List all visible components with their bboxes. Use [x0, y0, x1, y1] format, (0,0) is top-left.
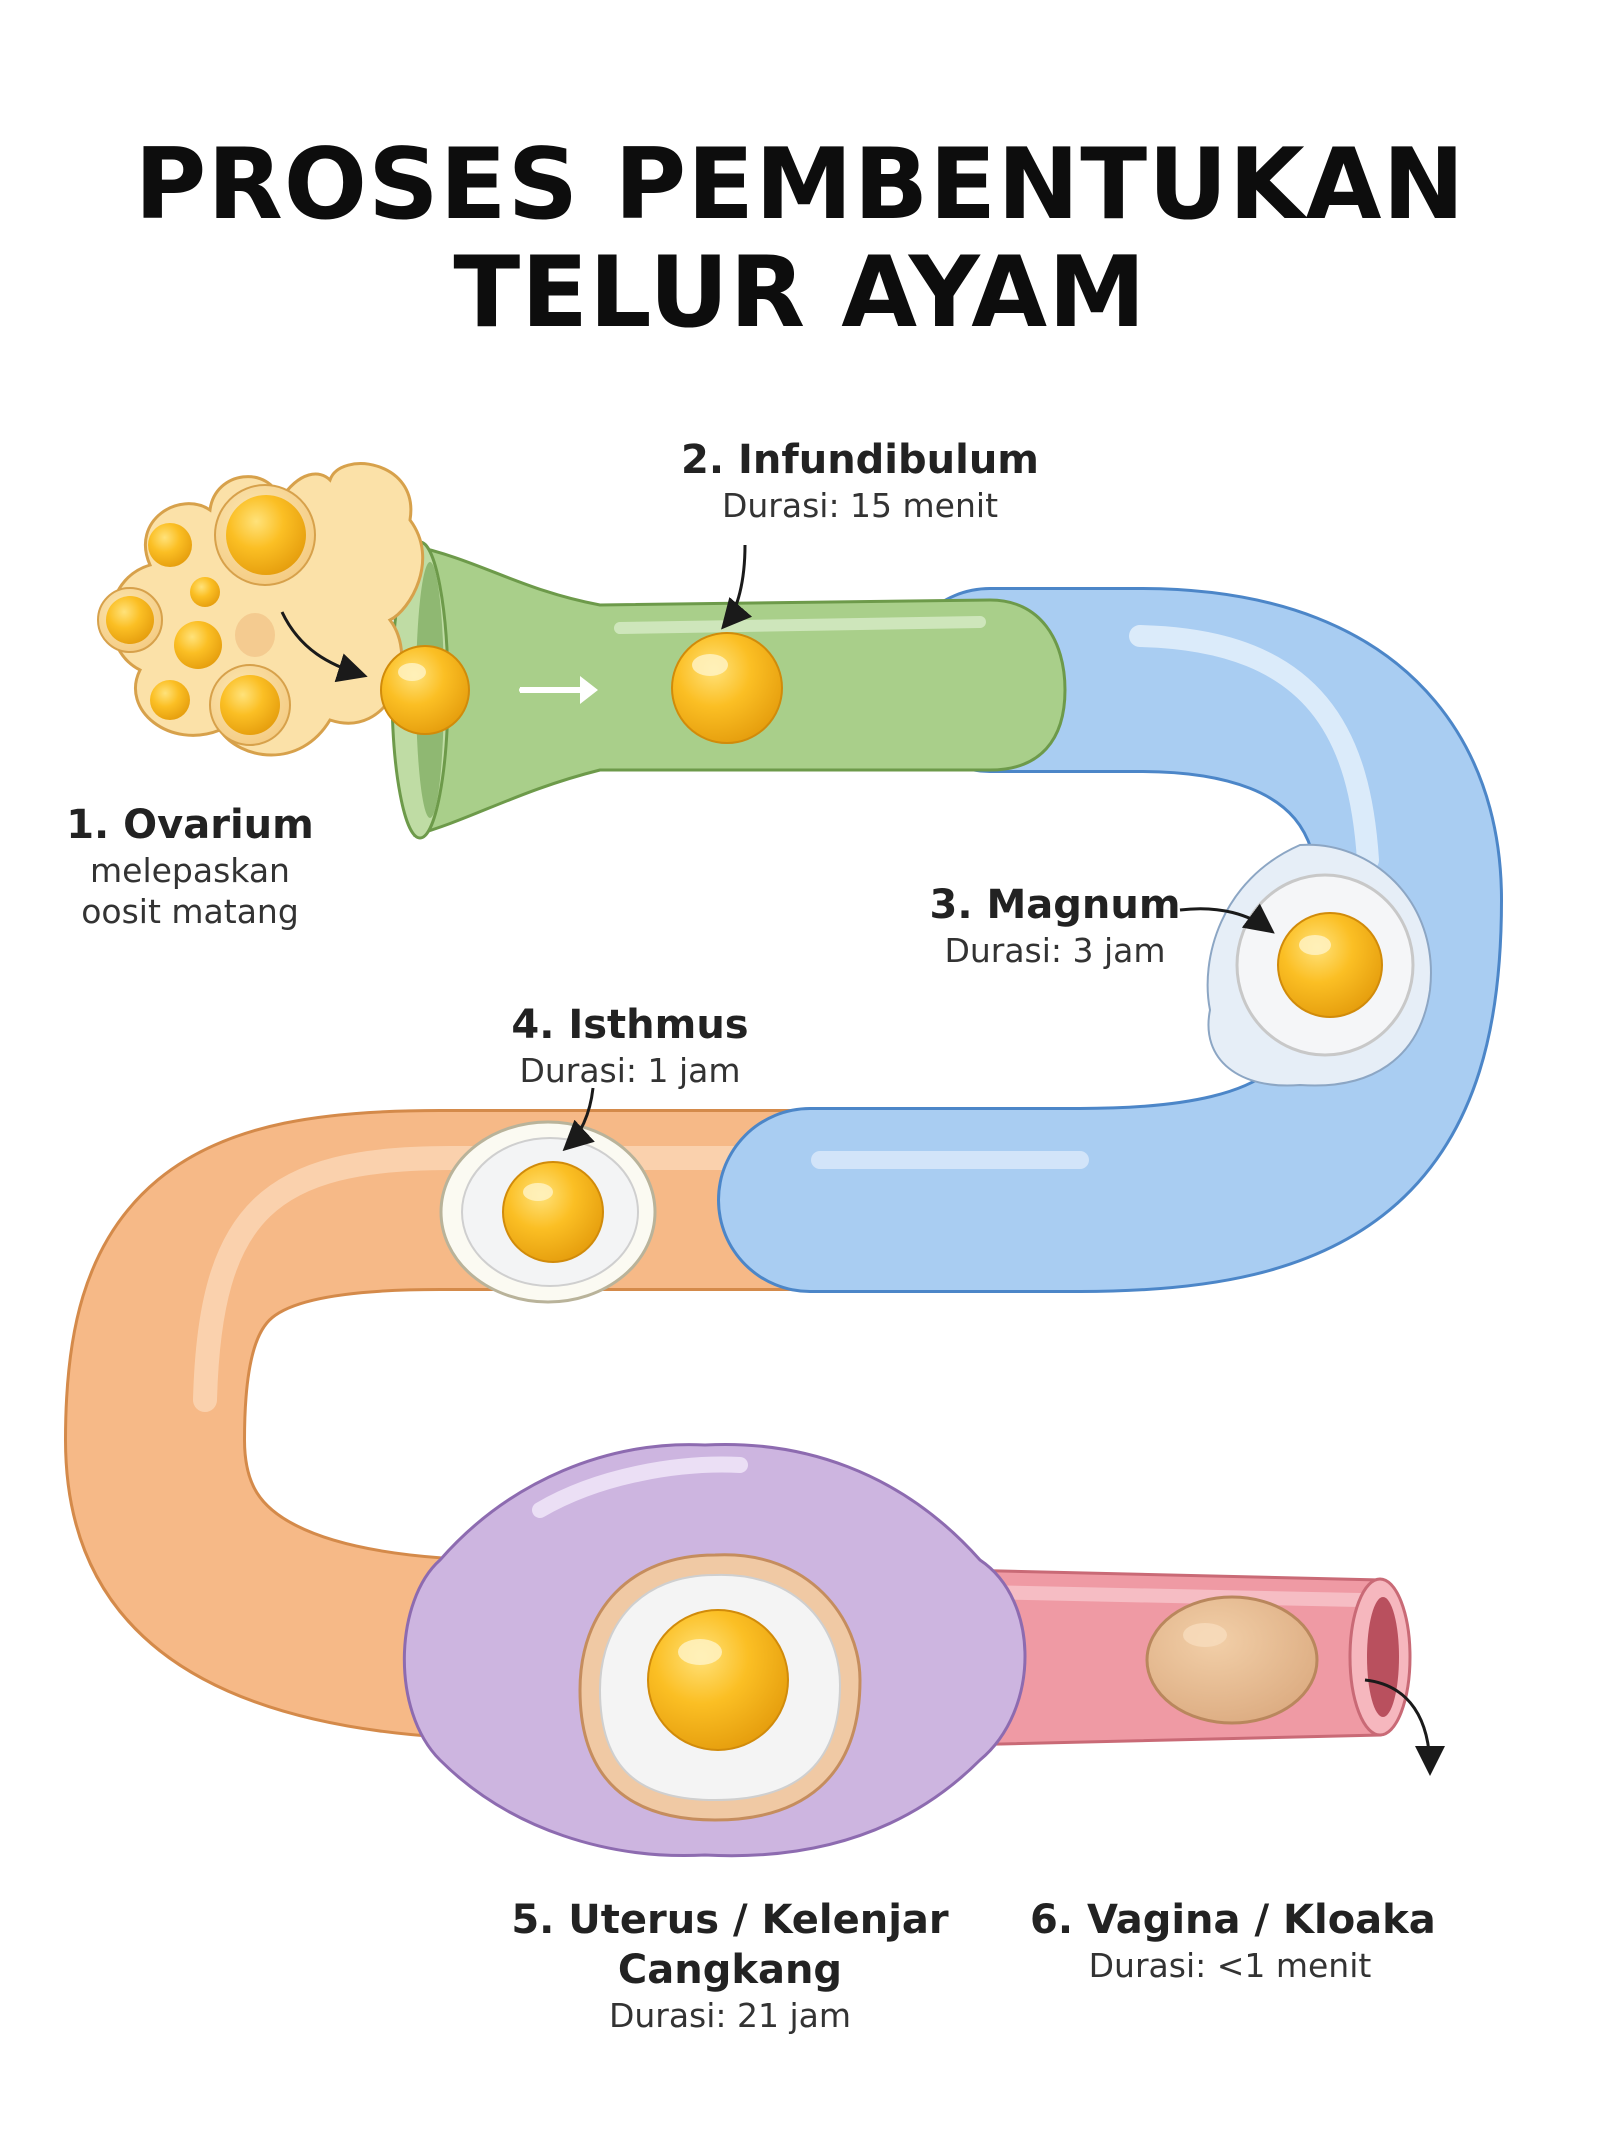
- ovary-cluster: [97, 462, 425, 757]
- ovarium-desc-1: melepaskan: [90, 851, 290, 890]
- infundibulum-duration: Durasi: 15 menit: [721, 486, 999, 525]
- ovarium-desc-2: oosit matang: [81, 892, 299, 932]
- label-ovarium: 1. Ovarium melepaskan oosit matang: [40, 800, 340, 933]
- label-isthmus: 4. Isthmus Durasi: 1 jam: [480, 1000, 780, 1091]
- infundibulum-name: 2. Infundibulum: [681, 437, 1039, 483]
- title-line-2: TELUR AYAM: [453, 236, 1147, 350]
- magnum-duration: Durasi: 3 jam: [944, 931, 1166, 970]
- egg-infundibulum-entry: [380, 645, 470, 735]
- label-infundibulum: 2. Infundibulum Durasi: 15 menit: [660, 435, 1060, 526]
- egg-infundibulum: [671, 632, 783, 744]
- label-uterus: 5. Uterus / Kelenjar Cangkang Durasi: 21…: [480, 1895, 980, 2036]
- isthmus-duration: Durasi: 1 jam: [519, 1051, 741, 1090]
- egg-uterus: [578, 1553, 862, 1822]
- ovarium-name: 1. Ovarium: [66, 802, 314, 848]
- egg-vagina: [1145, 1595, 1319, 1725]
- label-vagina: 6. Vagina / Kloaka Durasi: <1 menit: [1030, 1895, 1436, 1986]
- vagina-name: 6. Vagina / Kloaka: [1030, 1897, 1436, 1943]
- pointer-arrows: [280, 544, 1445, 1776]
- uterus-name-2: Cangkang: [617, 1947, 843, 1993]
- uterus-name-1: 5. Uterus / Kelenjar: [511, 1897, 949, 1943]
- title-line-1: PROSES PEMBENTUKAN: [134, 128, 1466, 242]
- isthmus-name: 4. Isthmus: [511, 1002, 749, 1048]
- label-magnum: 3. Magnum Durasi: 3 jam: [920, 880, 1190, 971]
- magnum-name: 3. Magnum: [929, 882, 1181, 928]
- isthmus-tube: [63, 1109, 802, 1741]
- uterus-duration: Durasi: 21 jam: [608, 1996, 852, 2035]
- egg-isthmus: [439, 1120, 657, 1304]
- vagina-duration: Durasi: <1 menit: [1088, 1946, 1372, 1985]
